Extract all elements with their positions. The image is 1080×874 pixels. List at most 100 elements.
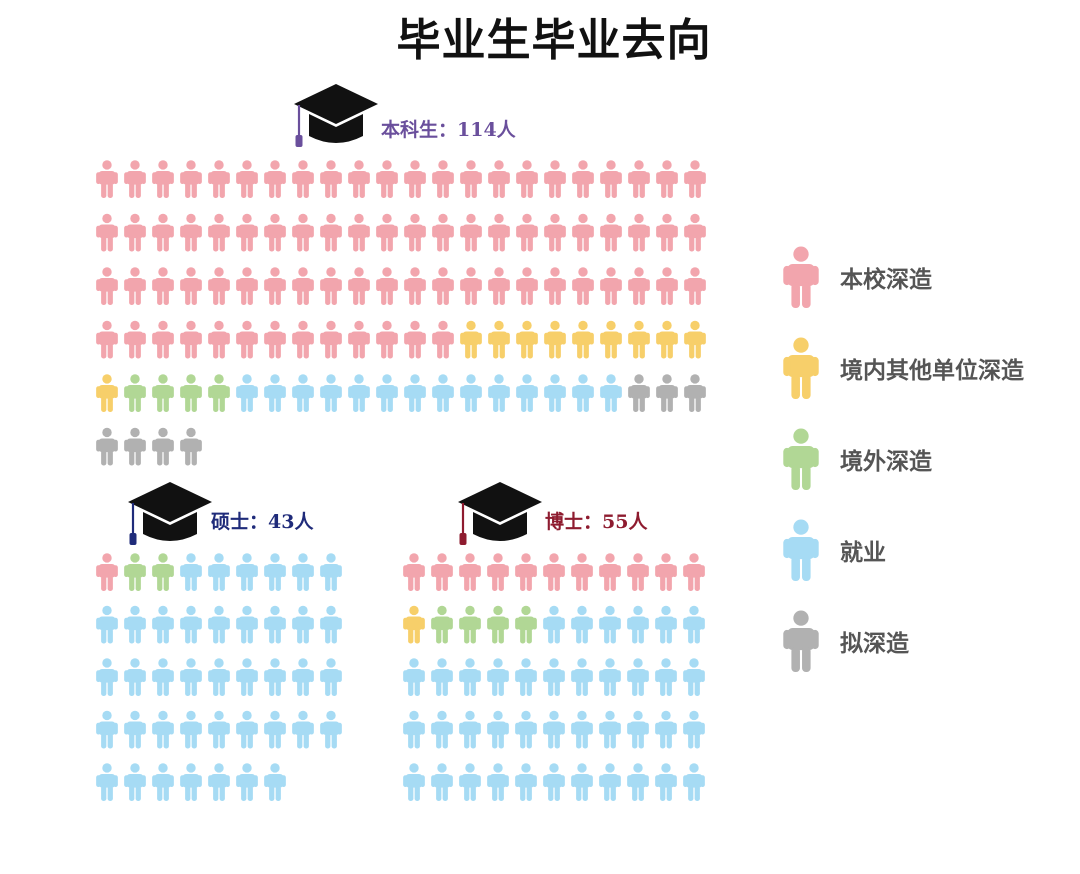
person-icon (292, 553, 314, 591)
person-icon (543, 553, 565, 591)
person-icon (124, 213, 146, 252)
person-icon (208, 605, 230, 644)
person-icon (599, 605, 621, 644)
person-icon (460, 160, 482, 198)
person-icon (600, 160, 622, 198)
person-icon (96, 160, 118, 198)
person-icon (292, 374, 314, 412)
person-icon (655, 763, 677, 801)
person-icon (348, 374, 370, 412)
person-icon (180, 605, 202, 644)
person-icon (459, 710, 481, 749)
person-icon (124, 320, 146, 359)
person-icon (403, 658, 425, 696)
person-icon (487, 710, 509, 749)
legend-label: 本校深造 (840, 266, 932, 293)
person-icon (655, 710, 677, 749)
person-icon (403, 605, 425, 644)
person-icon (572, 320, 594, 359)
person-icon (264, 213, 286, 252)
person-icon (236, 374, 258, 412)
person-icon (543, 658, 565, 696)
person-icon (264, 605, 286, 644)
legend-person-icon (783, 337, 819, 399)
person-icon (124, 553, 146, 591)
person-icon (208, 267, 230, 305)
pictogram-group-本科生: 本科生：114人 (96, 84, 706, 466)
person-icon (543, 605, 565, 644)
person-icon (515, 605, 537, 644)
person-icon (208, 710, 230, 749)
chart-title: 毕业生毕业去向 (396, 15, 712, 66)
person-icon (376, 213, 398, 252)
person-icon (683, 658, 705, 696)
graduation-cap-icon (128, 482, 212, 545)
person-icon (459, 605, 481, 644)
person-icon (376, 374, 398, 412)
legend-person-icon (783, 428, 819, 490)
person-icon (292, 160, 314, 198)
person-icon (264, 658, 286, 696)
person-icon (487, 658, 509, 696)
person-icon (124, 160, 146, 198)
person-icon (431, 605, 453, 644)
person-icon (459, 658, 481, 696)
person-icon (264, 374, 286, 412)
person-icon (152, 267, 174, 305)
person-icon (152, 553, 174, 591)
person-icon (600, 267, 622, 305)
person-icon (320, 374, 342, 412)
person-icon (404, 267, 426, 305)
person-icon (180, 763, 202, 801)
legend-person-icon (783, 246, 819, 308)
person-icon (180, 374, 202, 412)
person-icon (628, 320, 650, 359)
person-icon (656, 213, 678, 252)
group-label: 本科生：114人 (381, 118, 517, 141)
person-icon (656, 374, 678, 412)
person-icon (320, 710, 342, 749)
person-icon (180, 553, 202, 591)
person-icon (487, 763, 509, 801)
person-icon (236, 658, 258, 696)
person-icon (152, 658, 174, 696)
person-icon (236, 320, 258, 359)
person-icon (627, 553, 649, 591)
person-icon (460, 267, 482, 305)
person-icon (432, 320, 454, 359)
person-icon (236, 605, 258, 644)
person-icon (683, 605, 705, 644)
person-icon (236, 160, 258, 198)
person-icon (292, 213, 314, 252)
person-icon (180, 710, 202, 749)
person-icon (376, 320, 398, 359)
person-icon (571, 605, 593, 644)
person-icon (544, 213, 566, 252)
person-icon (600, 374, 622, 412)
person-icon (348, 320, 370, 359)
person-icon (152, 374, 174, 412)
person-icon (627, 710, 649, 749)
person-icon (376, 267, 398, 305)
legend-label: 境内其他单位深造 (840, 357, 1024, 384)
legend-label: 拟深造 (840, 630, 909, 657)
person-icon (264, 320, 286, 359)
person-icon (459, 763, 481, 801)
person-icon (515, 710, 537, 749)
person-icon (684, 320, 706, 359)
person-icon (152, 427, 174, 466)
graduation-cap-icon (458, 482, 542, 545)
person-icon (432, 267, 454, 305)
person-icon (124, 427, 146, 466)
legend-label: 境外深造 (840, 448, 932, 475)
person-icon (152, 605, 174, 644)
legend-label: 就业 (840, 539, 886, 566)
person-icon (96, 374, 118, 412)
person-icon (432, 160, 454, 198)
person-icon (516, 320, 538, 359)
person-icon (208, 658, 230, 696)
person-icon (403, 553, 425, 591)
person-icon (460, 320, 482, 359)
person-icon (431, 710, 453, 749)
graduation-cap-icon (294, 84, 378, 147)
